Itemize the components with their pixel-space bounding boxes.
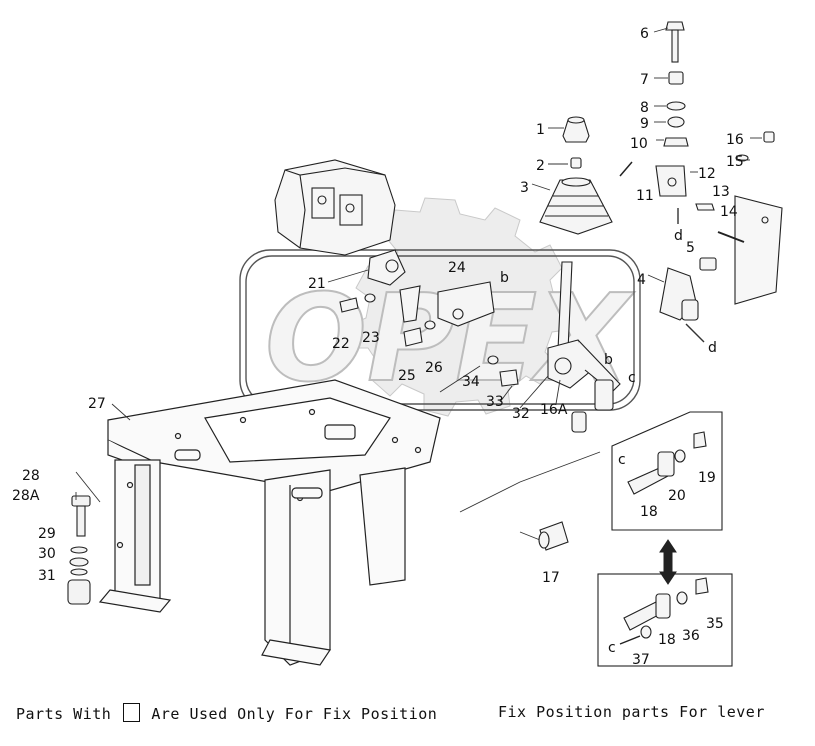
label-13: 13 <box>712 184 730 200</box>
label-7: 7 <box>640 72 649 88</box>
rubber-mount-stack <box>67 495 91 605</box>
label-20: 20 <box>668 488 686 504</box>
label-b-joint: b <box>500 270 509 286</box>
label-3: 3 <box>520 180 529 196</box>
alternative-arrow <box>659 539 677 585</box>
label-31: 31 <box>38 568 56 584</box>
label-37: 37 <box>632 652 650 668</box>
linkage-joints <box>339 249 519 387</box>
fix-position-inset-lower <box>597 573 733 667</box>
legend-caption: Parts With Are Used Only For Fix Positio… <box>16 703 437 723</box>
label-5: 5 <box>686 240 695 256</box>
label-1: 1 <box>536 122 545 138</box>
label-21: 21 <box>308 276 326 292</box>
shift-lever-shaft <box>547 261 621 433</box>
legend-prefix: Parts With <box>16 705 112 723</box>
label-d-lower: d <box>708 340 717 356</box>
watermark-frame <box>239 249 641 411</box>
label-33: 33 <box>486 394 504 410</box>
label-28a: 28A <box>12 488 40 504</box>
callout-labels: 1 2 3 4 5 6 7 8 9 10 11 12 13 14 15 16 1… <box>12 26 744 668</box>
label-9: 9 <box>640 116 649 132</box>
label-d-upper: d <box>674 228 683 244</box>
label-10: 10 <box>630 136 648 152</box>
label-25: 25 <box>398 368 416 384</box>
label-24: 24 <box>448 260 466 276</box>
label-29: 29 <box>38 526 56 542</box>
legend-suffix: Are Used Only For Fix Position <box>151 705 438 723</box>
label-32: 32 <box>512 406 530 422</box>
leader-lines <box>75 27 762 541</box>
fix-position-inset-upper <box>611 411 723 531</box>
label-30: 30 <box>38 546 56 562</box>
label-28: 28 <box>22 468 40 484</box>
label-34: 34 <box>462 374 480 390</box>
label-11: 11 <box>636 188 654 204</box>
label-18-lower: 18 <box>658 632 676 648</box>
legend-box-icon <box>122 703 140 722</box>
mounting-frame <box>98 379 441 666</box>
label-16a: 16A <box>540 402 568 418</box>
lock-pin-stack <box>619 21 689 197</box>
label-23: 23 <box>362 330 380 346</box>
label-12: 12 <box>698 166 716 182</box>
label-6: 6 <box>640 26 649 42</box>
label-2: 2 <box>536 158 545 174</box>
label-c-lower: c <box>608 640 616 656</box>
label-36: 36 <box>682 628 700 644</box>
label-b-lever: b <box>604 352 613 368</box>
label-15: 15 <box>726 154 744 170</box>
label-c-lever: c <box>628 370 636 386</box>
label-22: 22 <box>332 336 350 352</box>
label-c-upper: c <box>618 452 626 468</box>
label-19: 19 <box>698 470 716 486</box>
label-14: 14 <box>720 204 738 220</box>
label-8: 8 <box>640 100 649 116</box>
label-27: 27 <box>88 396 106 412</box>
label-26: 26 <box>425 360 443 376</box>
fix-position-caption: Fix Position parts For lever <box>498 703 765 721</box>
label-16: 16 <box>726 132 744 148</box>
label-35: 35 <box>706 616 724 632</box>
label-4: 4 <box>637 272 646 288</box>
control-valve-body <box>274 159 396 256</box>
lever-bracket <box>659 257 717 321</box>
mounting-plate <box>695 131 783 305</box>
bushing-17 <box>538 521 569 551</box>
lever-knob-and-boot <box>539 116 613 235</box>
label-17: 17 <box>542 570 560 586</box>
label-18-upper: 18 <box>640 504 658 520</box>
